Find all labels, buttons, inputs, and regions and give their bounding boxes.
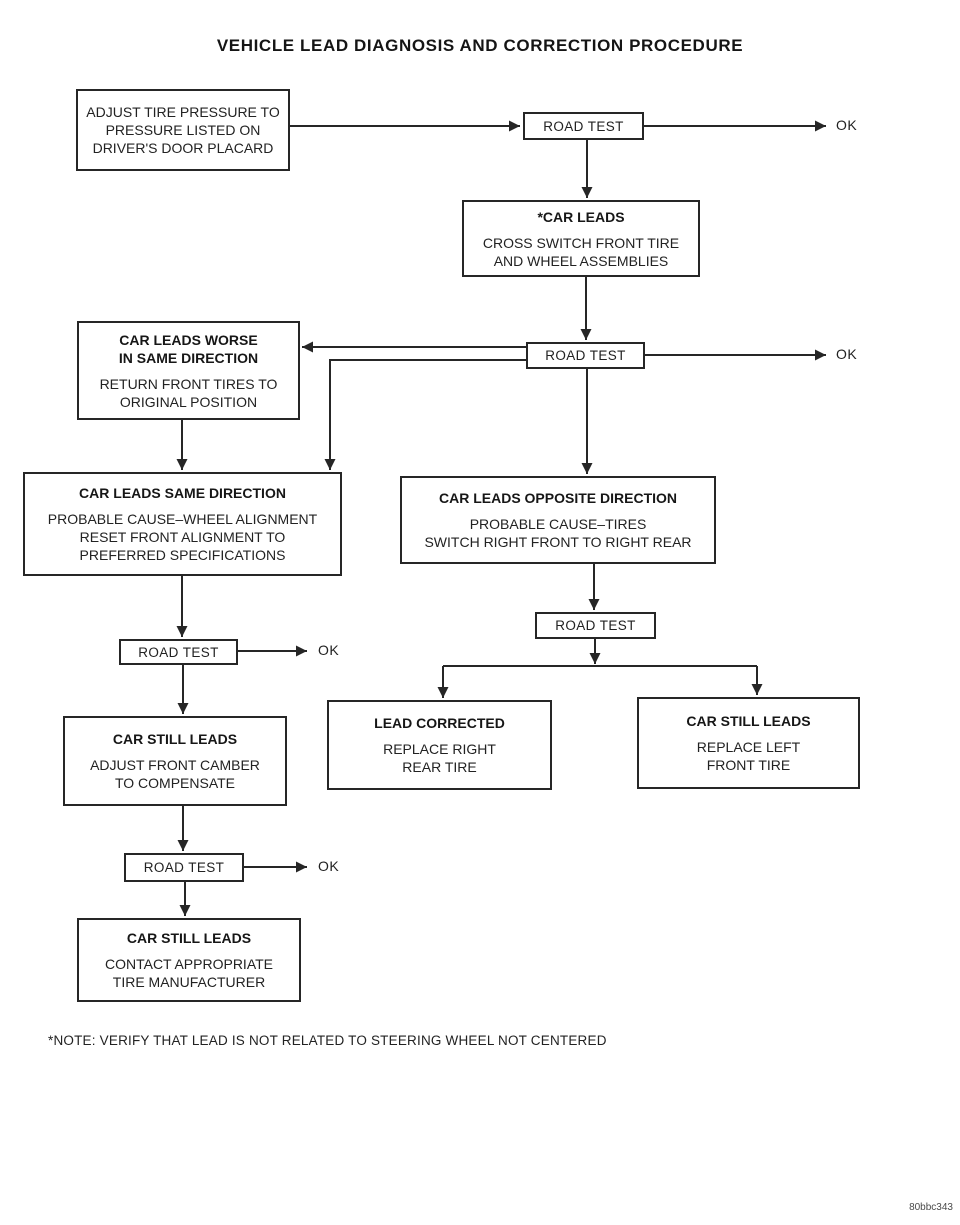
node-body: PROBABLE CAUSE–TIRES SWITCH RIGHT FRONT … [424, 516, 692, 550]
node-car-still-leads-camber: CAR STILL LEADS ADJUST FRONT CAMBER TO C… [63, 716, 287, 806]
node-car-leads-same-direction: CAR LEADS SAME DIRECTION PROBABLE CAUSE–… [23, 472, 342, 576]
node-title: CAR LEADS SAME DIRECTION [79, 485, 286, 501]
node-car-leads-opposite-direction: CAR LEADS OPPOSITE DIRECTION PROBABLE CA… [400, 476, 716, 564]
node-body: REPLACE LEFT FRONT TIRE [696, 739, 801, 773]
ok-label-4: OK [318, 858, 340, 874]
road-test-box-4: ROAD TEST [535, 612, 656, 639]
road-test-box-2: ROAD TEST [526, 342, 645, 369]
node-car-still-leads-replace-left: CAR STILL LEADS REPLACE LEFT FRONT TIRE [637, 697, 860, 789]
road-test-box-3: ROAD TEST [119, 639, 238, 665]
node-body: CONTACT APPROPRIATE TIRE MANUFACTURER [104, 956, 274, 990]
footnote: *NOTE: VERIFY THAT LEAD IS NOT RELATED T… [48, 1033, 607, 1048]
node-adjust-tire-pressure: ADJUST TIRE PRESSURE TO PRESSURE LISTED … [76, 89, 290, 171]
ok-label-1: OK [836, 117, 858, 133]
node-body: RETURN FRONT TIRES TO ORIGINAL POSITION [99, 375, 278, 410]
node-body: ADJUST FRONT CAMBER TO COMPENSATE [90, 757, 260, 791]
node-title: CAR LEADS WORSE IN SAME DIRECTION [118, 331, 259, 366]
node-car-leads: *CAR LEADS CROSS SWITCH FRONT TIRE AND W… [462, 200, 700, 277]
node-title: CAR STILL LEADS [126, 930, 252, 946]
road-test-box-5: ROAD TEST [124, 853, 244, 882]
node-title: LEAD CORRECTED [374, 715, 505, 731]
node-body: CROSS SWITCH FRONT TIRE AND WHEEL ASSEMB… [482, 234, 680, 269]
ok-label-3: OK [318, 642, 340, 658]
page-title: VEHICLE LEAD DIAGNOSIS AND CORRECTION PR… [216, 36, 744, 55]
node-title: CAR STILL LEADS [686, 713, 811, 729]
node-title: CAR LEADS OPPOSITE DIRECTION [438, 490, 678, 506]
road-test-box-1: ROAD TEST [523, 112, 644, 140]
node-title: CAR STILL LEADS [112, 731, 238, 747]
connector-roadtest2-to-leads-same [324, 359, 526, 470]
node-title: *CAR LEADS [537, 208, 625, 225]
node-body: ADJUST TIRE PRESSURE TO PRESSURE LISTED … [86, 104, 280, 156]
node-body: PROBABLE CAUSE–WHEEL ALIGNMENT RESET FRO… [47, 511, 318, 563]
node-body: REPLACE RIGHT REAR TIRE [383, 741, 496, 775]
node-car-leads-worse: CAR LEADS WORSE IN SAME DIRECTION RETURN… [77, 321, 300, 420]
node-car-still-leads-contact: CAR STILL LEADS CONTACT APPROPRIATE TIRE… [77, 918, 301, 1002]
ok-label-2: OK [836, 346, 858, 362]
node-lead-corrected: LEAD CORRECTED REPLACE RIGHT REAR TIRE [327, 700, 552, 790]
document-code: 80bbc343 [909, 1202, 953, 1213]
